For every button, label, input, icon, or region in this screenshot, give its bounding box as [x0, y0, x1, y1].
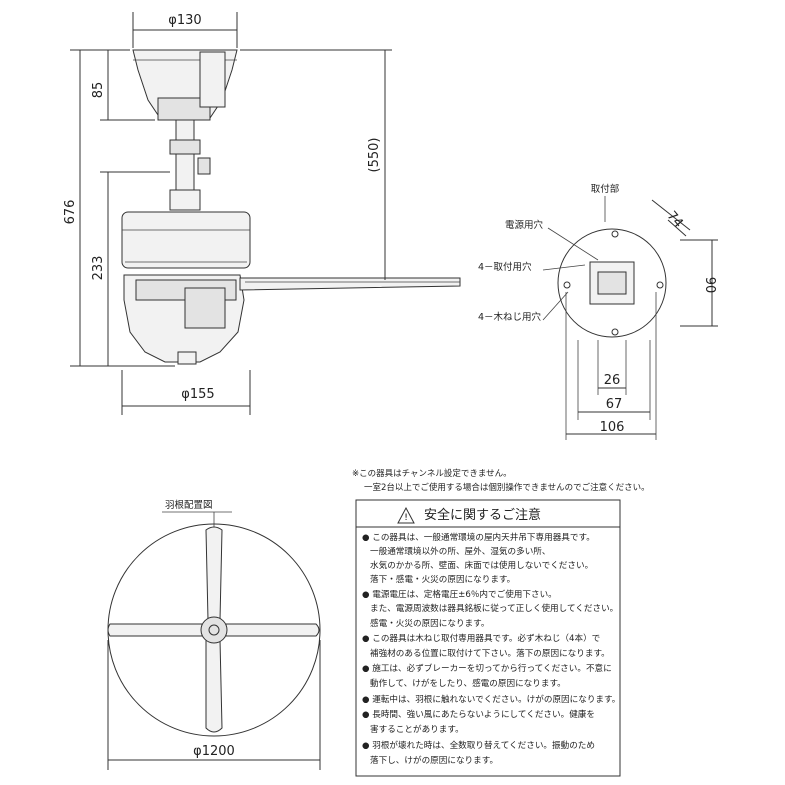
rod-collar: [169, 189, 201, 211]
dim-blade-diameter: φ1200: [193, 744, 235, 759]
dim-90: 90: [702, 277, 717, 294]
safety-box: ! 安全に関するご注意 ● この器具は、一般通常環境の屋内天井吊下専用器具です。…: [355, 499, 621, 777]
label-screw-hole: 4－木ねじ用穴: [478, 311, 542, 323]
blade-layout-title: 羽根配置図: [165, 499, 213, 511]
dim-233: 233: [91, 256, 106, 281]
safety-line-12: ● 運転中は、羽根に触れないでください。けがの原因になります。: [362, 693, 620, 705]
safety-line-7: 感電・火災の原因になります。: [370, 617, 489, 629]
mount-plate: 取付部 電源用穴 4－取付用穴 4－木ねじ用穴: [478, 183, 667, 440]
warning-icon: [397, 506, 415, 524]
safety-line-4: 落下・感電・火災の原因になります。: [370, 573, 515, 585]
blade-arm: [239, 277, 461, 291]
safety-line-8: ● この器具は木ねじ取付専用器具です。必ず木ねじ（4本）で: [362, 632, 600, 644]
safety-line-13: ● 長時間、強い風にあたらないようにしてください。健康を: [362, 708, 595, 720]
note-line-2: 一室2台以上でご使用する場合は個別操作できませんのでご注意ください。: [364, 482, 650, 493]
mount-title: 取付部: [591, 183, 620, 195]
safety-line-9: 補強材のある位置に取付けて下さい。落下の原因になります。: [370, 647, 610, 659]
dim-body-diameter: φ155: [181, 387, 214, 402]
dim-67: 67: [606, 397, 623, 412]
bottom-cap: [177, 351, 197, 365]
blade-right: [225, 623, 320, 637]
safety-line-5: ● 電源電圧は、定格電圧±6％内でご使用下さい。: [362, 588, 557, 600]
safety-line-14: 害することがあります。: [370, 723, 464, 735]
motor-housing: [121, 211, 251, 269]
rod-pin: [197, 157, 211, 175]
blade-bottom: [205, 639, 223, 733]
side-view-dimensions: φ130 85 676 233 (550) φ155: [63, 12, 392, 415]
blade-hub: [200, 616, 228, 644]
mount-slot: [597, 271, 627, 295]
label-power-hole: 電源用穴: [505, 219, 544, 231]
blade-top: [205, 526, 223, 621]
mount-circle: [557, 228, 667, 338]
safety-title: 安全に関するご注意: [424, 507, 541, 523]
mount-dimensions: 74 90 26 67 106: [566, 199, 718, 435]
switch-box: [184, 287, 226, 329]
dim-106: 106: [600, 420, 625, 435]
blade-left: [107, 623, 203, 637]
dim-550: (550): [367, 138, 382, 173]
dim-26: 26: [604, 373, 621, 388]
label-mount-hole: 4－取付用穴: [478, 261, 532, 273]
safety-line-15: ● 羽根が壊れた時は、全数取り替えてください。振動のため: [362, 739, 595, 751]
safety-line-11: 動作して、けがをしたり、感電の原因になります。: [370, 677, 566, 689]
safety-line-3: 水気のかかる所、壁面、床面では使用しないでください。: [370, 559, 593, 571]
rod-joint: [169, 139, 201, 155]
svg-text:!: !: [404, 513, 408, 523]
fan-side-view: [121, 49, 461, 365]
safety-line-2: 一般通常環境以外の所、屋外、湿気の多い所、: [370, 545, 550, 557]
note-line-1: ※この器具はチャンネル設定できません。: [352, 468, 512, 479]
dim-85: 85: [91, 82, 106, 99]
blade-layout: 羽根配置図 φ1200: [107, 499, 321, 770]
dim-top-diameter: φ130: [168, 13, 201, 28]
safety-line-1: ● この器具は、一般通常環境の屋内天井吊下専用器具です。: [362, 531, 595, 543]
canopy-fixture: [199, 51, 226, 108]
dim-676: 676: [63, 200, 78, 225]
safety-line-6: また、電源周波数は器具銘板に従って正しく使用してください。: [370, 602, 618, 614]
safety-line-10: ● 施工は、必ずブレーカーを切ってから行ってください。不意に: [362, 662, 612, 674]
safety-line-16: 落下し、けがの原因になります。: [370, 754, 498, 766]
